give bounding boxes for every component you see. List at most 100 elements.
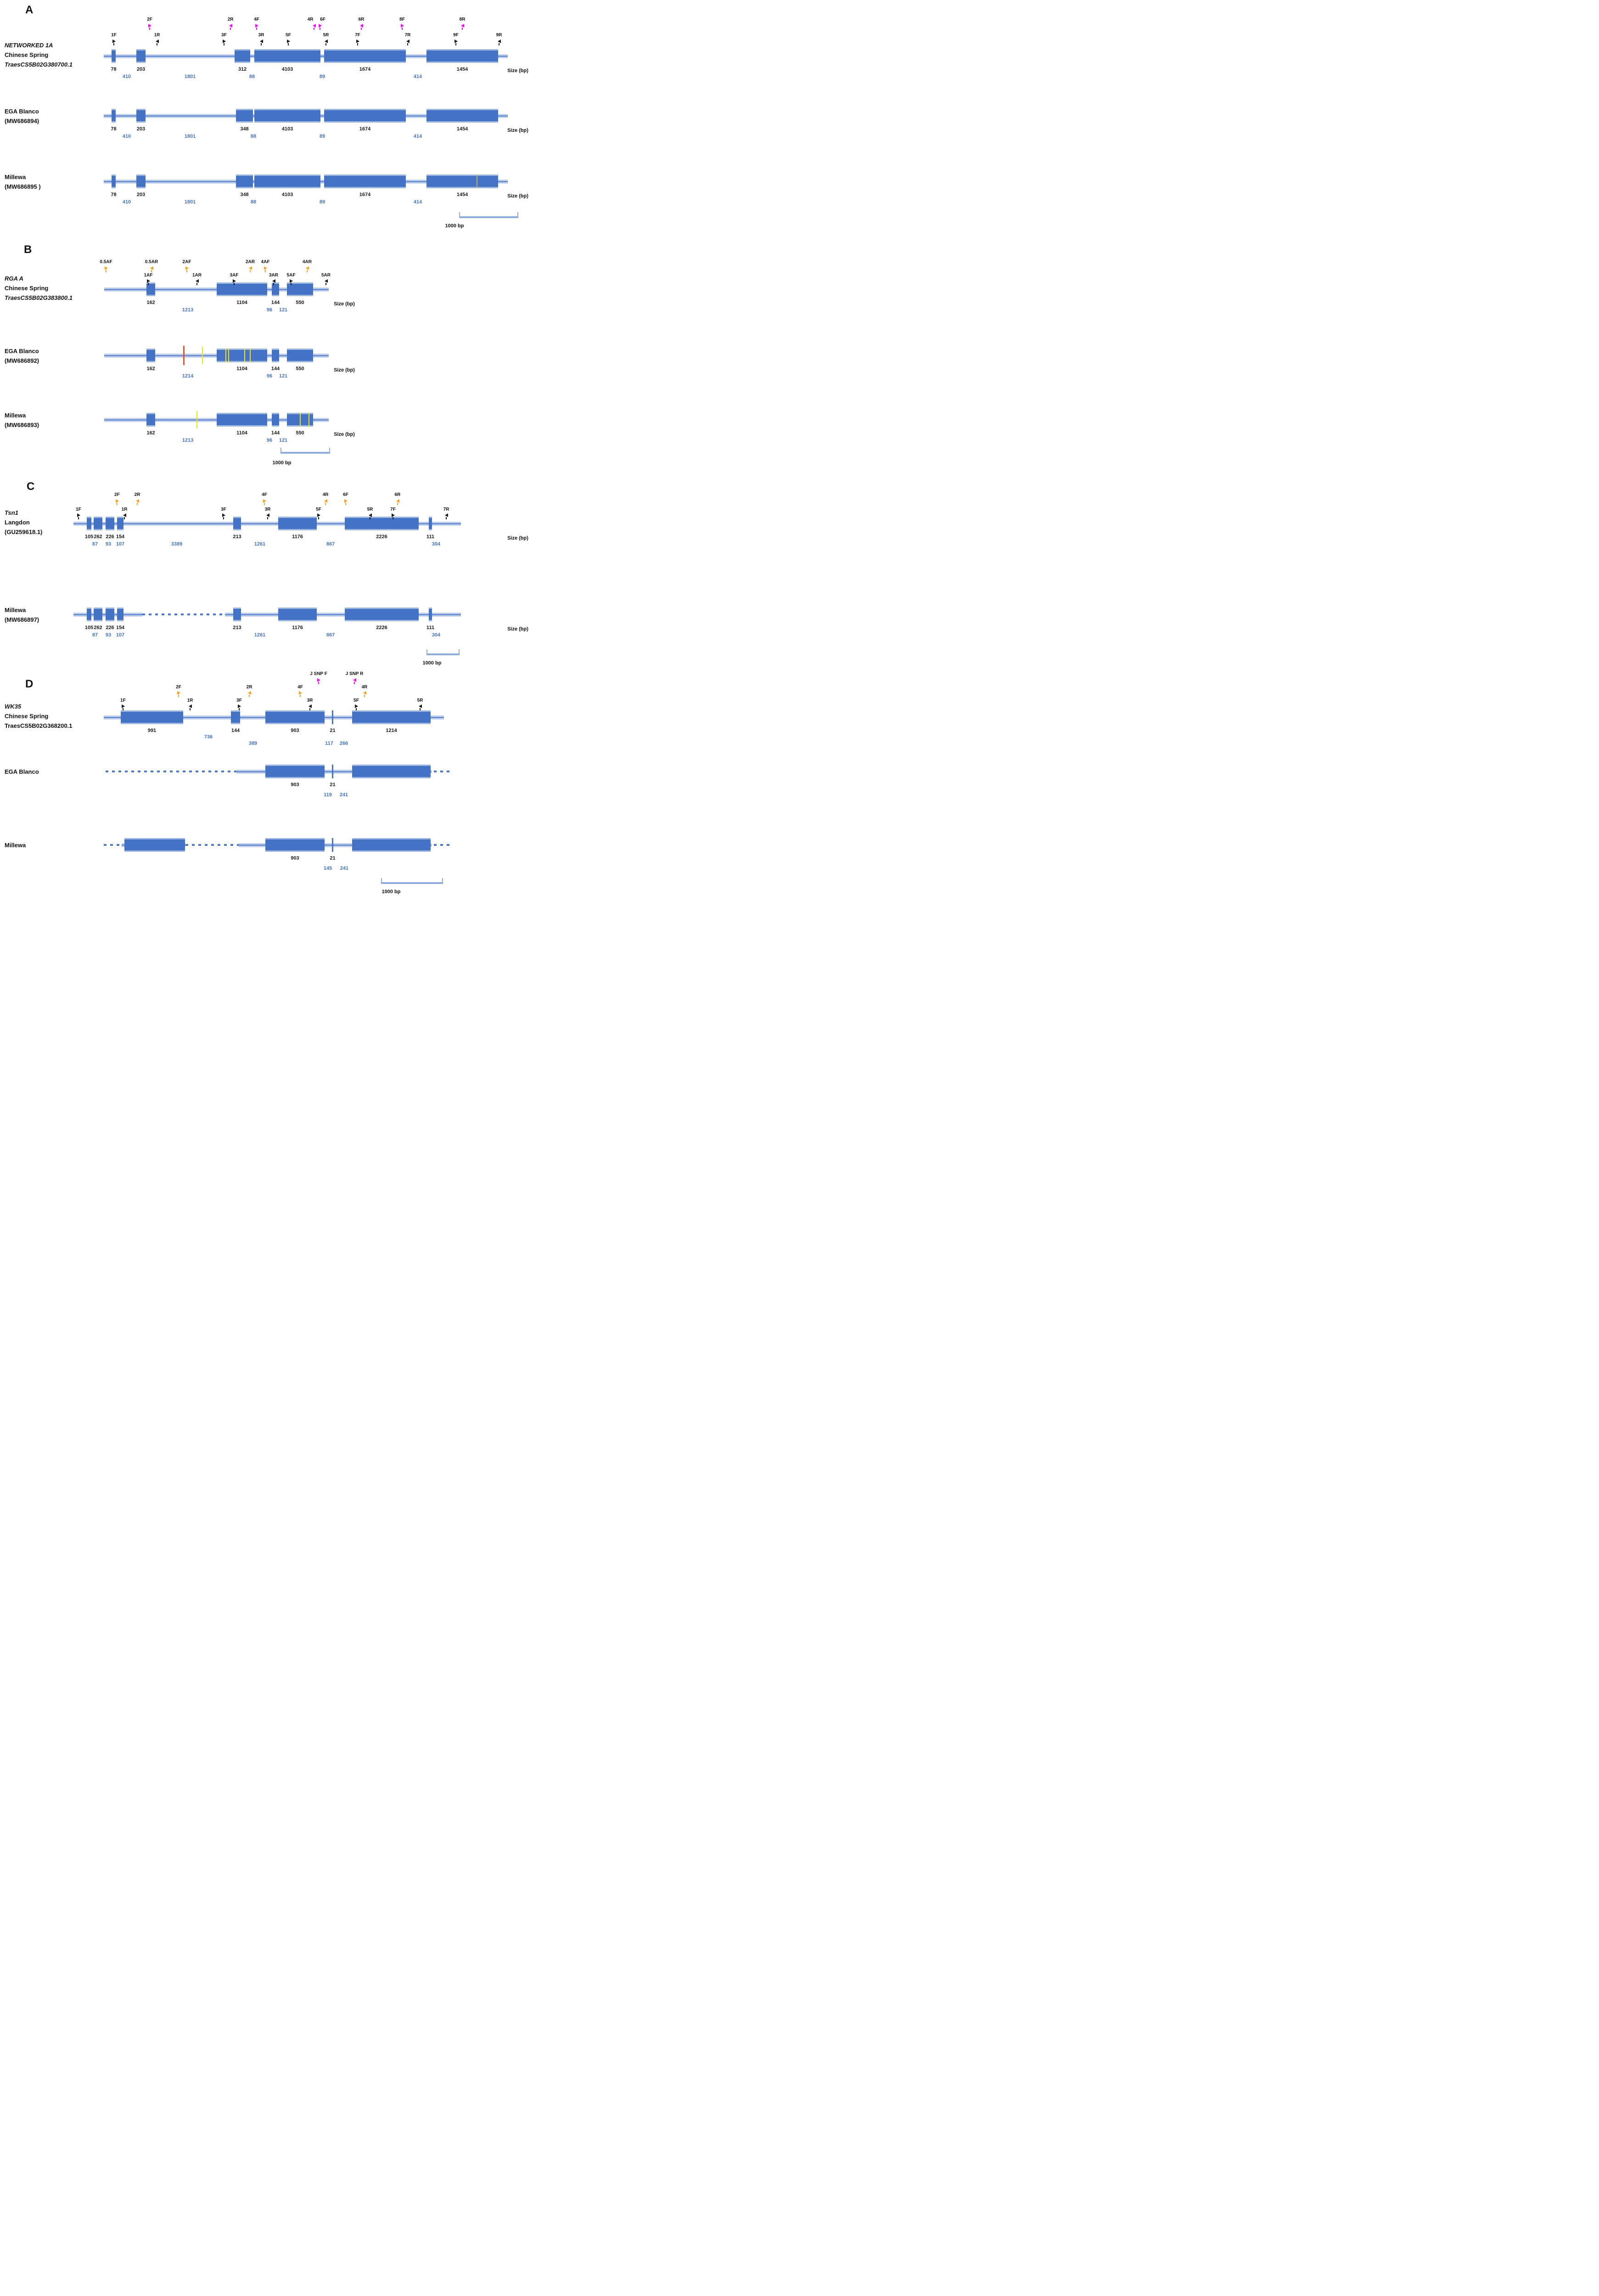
arrow-left-icon (396, 499, 399, 503)
row-label: EGA Blanco (5, 348, 39, 355)
exon (332, 765, 333, 778)
intron-size-label: 89 (319, 134, 325, 139)
scale-bar-label: 1000 bp (382, 889, 401, 895)
row-label: Chinese Spring (5, 51, 49, 58)
exon-size-label: 144 (231, 728, 240, 733)
exon (136, 174, 146, 188)
exon-size-label: 262 (94, 625, 102, 630)
primer-label: 1F (120, 698, 126, 703)
intron-size-label: 241 (340, 866, 349, 871)
arrow-right-icon (112, 39, 116, 43)
exon-size-label: 213 (233, 625, 241, 630)
intron-size-label: 1801 (184, 74, 196, 79)
exon-size-label: 1454 (456, 67, 468, 72)
gene-line-core (104, 289, 329, 290)
primer-arrow-pole (113, 43, 114, 45)
intron-size-label: 89 (319, 74, 325, 79)
intron-size-label: 89 (319, 199, 325, 205)
arrow-right-icon (287, 39, 290, 43)
exon (272, 413, 279, 427)
exon (324, 174, 406, 188)
primer-label: 3AR (269, 273, 279, 278)
arrow-right-icon (356, 39, 359, 43)
primer-label: 4F (254, 17, 259, 22)
exon (217, 413, 267, 427)
size-bp-label: Size (bp) (334, 301, 355, 307)
intron-size-label: 1261 (254, 541, 266, 547)
arrow-left-icon (306, 266, 309, 270)
intron-size-label: 88 (250, 199, 257, 205)
primer-label: 5F (316, 507, 321, 512)
arrow-left-icon (229, 24, 232, 28)
intron-size-label: 145 (323, 866, 332, 871)
exon (217, 349, 267, 362)
primer-arrow-pole (325, 43, 326, 45)
exon-size-label: 4103 (281, 192, 293, 197)
intron-size-label: 88 (250, 134, 257, 139)
intron-size-label: 96 (266, 307, 273, 313)
exon-size-label: 2226 (376, 534, 387, 540)
arrow-right-icon (263, 499, 266, 503)
primer-label: 3R (307, 698, 313, 703)
exon (87, 517, 91, 530)
row-label: (MW686892) (5, 357, 39, 364)
primer-label: 7F (390, 507, 396, 512)
arrow-right-icon (401, 24, 404, 28)
exon-size-label: 4103 (281, 126, 293, 132)
gene-line-dashed (106, 771, 236, 772)
arrow-left-icon (123, 513, 126, 517)
arrow-right-icon (177, 691, 180, 695)
arrow-left-icon (309, 704, 312, 708)
gene-line-core (239, 844, 432, 846)
exon-size-label: 1674 (359, 126, 371, 132)
primer-arrow-pole (318, 517, 319, 519)
primer-arrow-pole (186, 270, 187, 272)
primer-label: 9F (453, 33, 459, 38)
primer-label: 0.5AR (145, 259, 158, 264)
primer-label: 0.5AF (100, 259, 112, 264)
primer-label: 5R (417, 698, 423, 703)
intron-size-label: 410 (122, 74, 131, 79)
intron-size-label: 241 (339, 792, 348, 798)
primer-label: J SNP R (345, 671, 364, 676)
exon (94, 608, 102, 621)
arrow-left-icon (445, 513, 448, 517)
arrow-left-icon (249, 266, 252, 270)
exon-size-label: 348 (240, 126, 249, 132)
arrow-right-icon (344, 499, 348, 503)
row-label: (MW686894) (5, 118, 39, 124)
exon (146, 349, 155, 362)
panel-letter: B (24, 243, 32, 256)
exon (136, 49, 146, 63)
intron-size-label: 117 (325, 741, 333, 746)
exon-size-label: 144 (271, 300, 280, 305)
gene-line-dashed (142, 613, 225, 615)
exon (287, 349, 313, 362)
variant-tick (202, 347, 203, 364)
primer-label: 6R (358, 17, 365, 22)
primer-label: 5R (367, 507, 373, 512)
exon-size-label: 154 (116, 625, 125, 630)
primer-arrow-pole (256, 28, 257, 30)
exon-size-label: 21 (330, 728, 336, 733)
scale-bar-label: 1000 bp (445, 223, 464, 229)
exon-size-label: 111 (426, 534, 435, 540)
exon (87, 608, 91, 621)
exon-size-label: 4103 (281, 67, 293, 72)
exon (235, 49, 250, 63)
row-label: TraesCS5B02G380700.1 (5, 61, 73, 68)
row-label: Tsn1 (5, 509, 18, 516)
exon (146, 413, 155, 427)
row-label: EGA Blanco (5, 768, 39, 775)
exon-size-label: 550 (296, 430, 304, 436)
exon-size-label: 105 (84, 534, 94, 540)
exon-size-label: 203 (136, 126, 146, 132)
row-label: Millewa (5, 174, 26, 180)
primer-arrow-pole (402, 28, 403, 30)
primer-arrow-pole (309, 708, 310, 710)
primer-arrow-pole (446, 517, 447, 519)
primer-label: 2R (134, 492, 140, 497)
exon (352, 710, 431, 724)
intron-size-label: 414 (413, 134, 422, 139)
primer-label: 1AF (144, 273, 153, 278)
